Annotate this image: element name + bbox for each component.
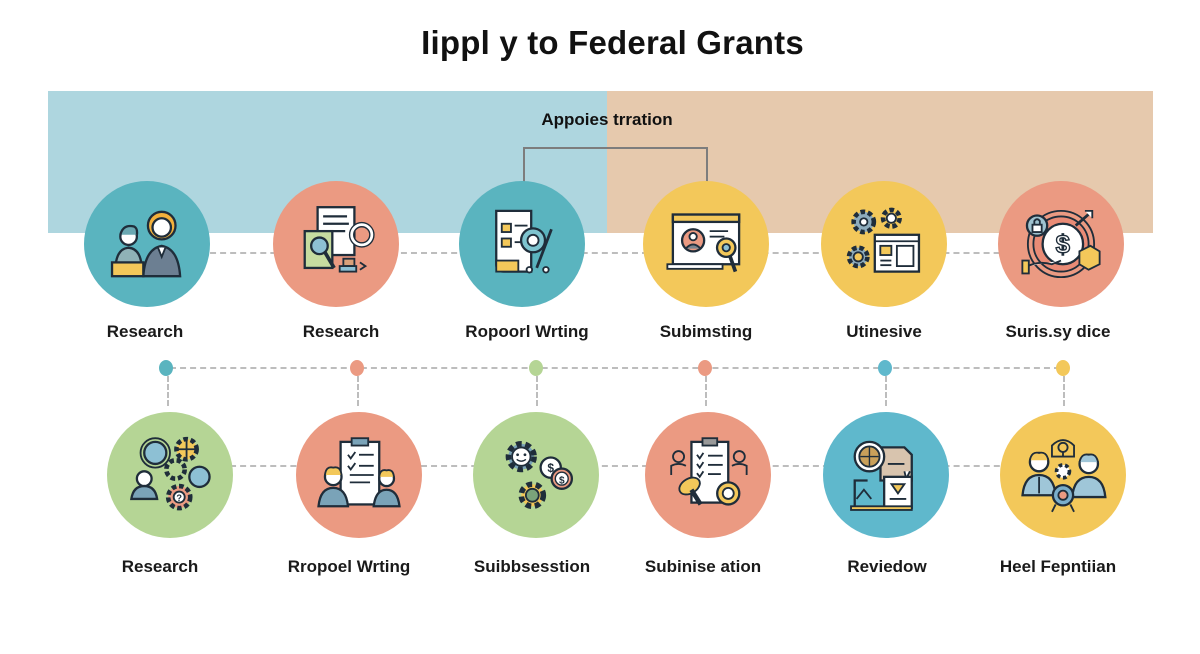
- globe-document-icon: [850, 440, 913, 511]
- step-label-top-1: Research: [106, 322, 184, 341]
- step-label-bottom-3: Suibbsesstion: [473, 557, 591, 576]
- timeline-drop-2: [357, 376, 359, 406]
- timeline-drop-1: [167, 376, 169, 406]
- bracket-connector: [523, 147, 708, 183]
- step-label-top-4: Subimsting: [659, 322, 753, 341]
- browser-profile-search-icon: [666, 213, 741, 273]
- timeline-dot-3: [529, 360, 543, 376]
- timeline-drop-4: [705, 376, 707, 406]
- step-label-top-3: Ropoorl Wrting: [465, 322, 589, 341]
- step-label-top-6: Suris.sy dice: [1005, 322, 1111, 341]
- timeline-drop-5: [885, 376, 887, 406]
- step-label-bottom-6: Heel Fepntiian: [999, 557, 1117, 576]
- step-label-bottom-2: Rropoel Wrting: [287, 557, 411, 576]
- document-magnifier-gear-icon: [303, 206, 375, 273]
- dollar-hand-lock-icon: $: [1021, 209, 1101, 279]
- timeline-dot-6: [1056, 360, 1070, 376]
- step-label-bottom-1: Research: [121, 557, 199, 576]
- step-label-bottom-5: Reviedow: [847, 557, 927, 576]
- person-gears-question-icon: ?: [130, 436, 211, 511]
- svg-text:$: $: [559, 475, 565, 486]
- bottom-row-connector: [220, 465, 1040, 467]
- step-circle-top-1: [84, 181, 210, 307]
- step-circle-bottom-1: ?: [107, 412, 233, 538]
- step-circle-bottom-5: [823, 412, 949, 538]
- step-circle-top-3: [459, 181, 585, 307]
- team-idea-gear-icon: [1021, 439, 1107, 513]
- svg-text:$: $: [1056, 231, 1070, 259]
- svg-text:?: ?: [176, 493, 182, 503]
- step-circle-bottom-3: $ $: [473, 412, 599, 538]
- step-circle-top-5: [821, 181, 947, 307]
- checklist-pen-icon: [495, 209, 553, 274]
- timeline-drop-6: [1063, 376, 1065, 406]
- timeline-dot-2: [350, 360, 364, 376]
- gears-coins-icon: $ $: [505, 440, 574, 510]
- header-band-label: Appoies trration: [541, 110, 673, 129]
- step-circle-top-4: [643, 181, 769, 307]
- clipboard-people-icon: [317, 437, 401, 508]
- step-circle-bottom-4: [645, 412, 771, 538]
- svg-text:$: $: [547, 461, 554, 475]
- clipboard-stamp-icon: [670, 437, 748, 506]
- timeline-connector: [170, 367, 1060, 369]
- timeline-drop-3: [536, 376, 538, 406]
- step-circle-bottom-6: [1000, 412, 1126, 538]
- timeline-dot-4: [698, 360, 712, 376]
- step-circle-top-2: [273, 181, 399, 307]
- people-team-icon: [110, 210, 182, 278]
- timeline-dot-1: [159, 360, 173, 376]
- step-label-top-2: Research: [302, 322, 380, 341]
- timeline-dot-5: [878, 360, 892, 376]
- step-label-top-5: Utinesive: [846, 322, 922, 341]
- step-label-bottom-4: Subinise ation: [644, 557, 762, 576]
- step-circle-top-6: $: [998, 181, 1124, 307]
- gears-window-icon: [846, 207, 921, 273]
- top-row-connector: [200, 252, 1080, 254]
- step-circle-bottom-2: [296, 412, 422, 538]
- page-title: Iippl y to Federal Grants: [421, 24, 804, 61]
